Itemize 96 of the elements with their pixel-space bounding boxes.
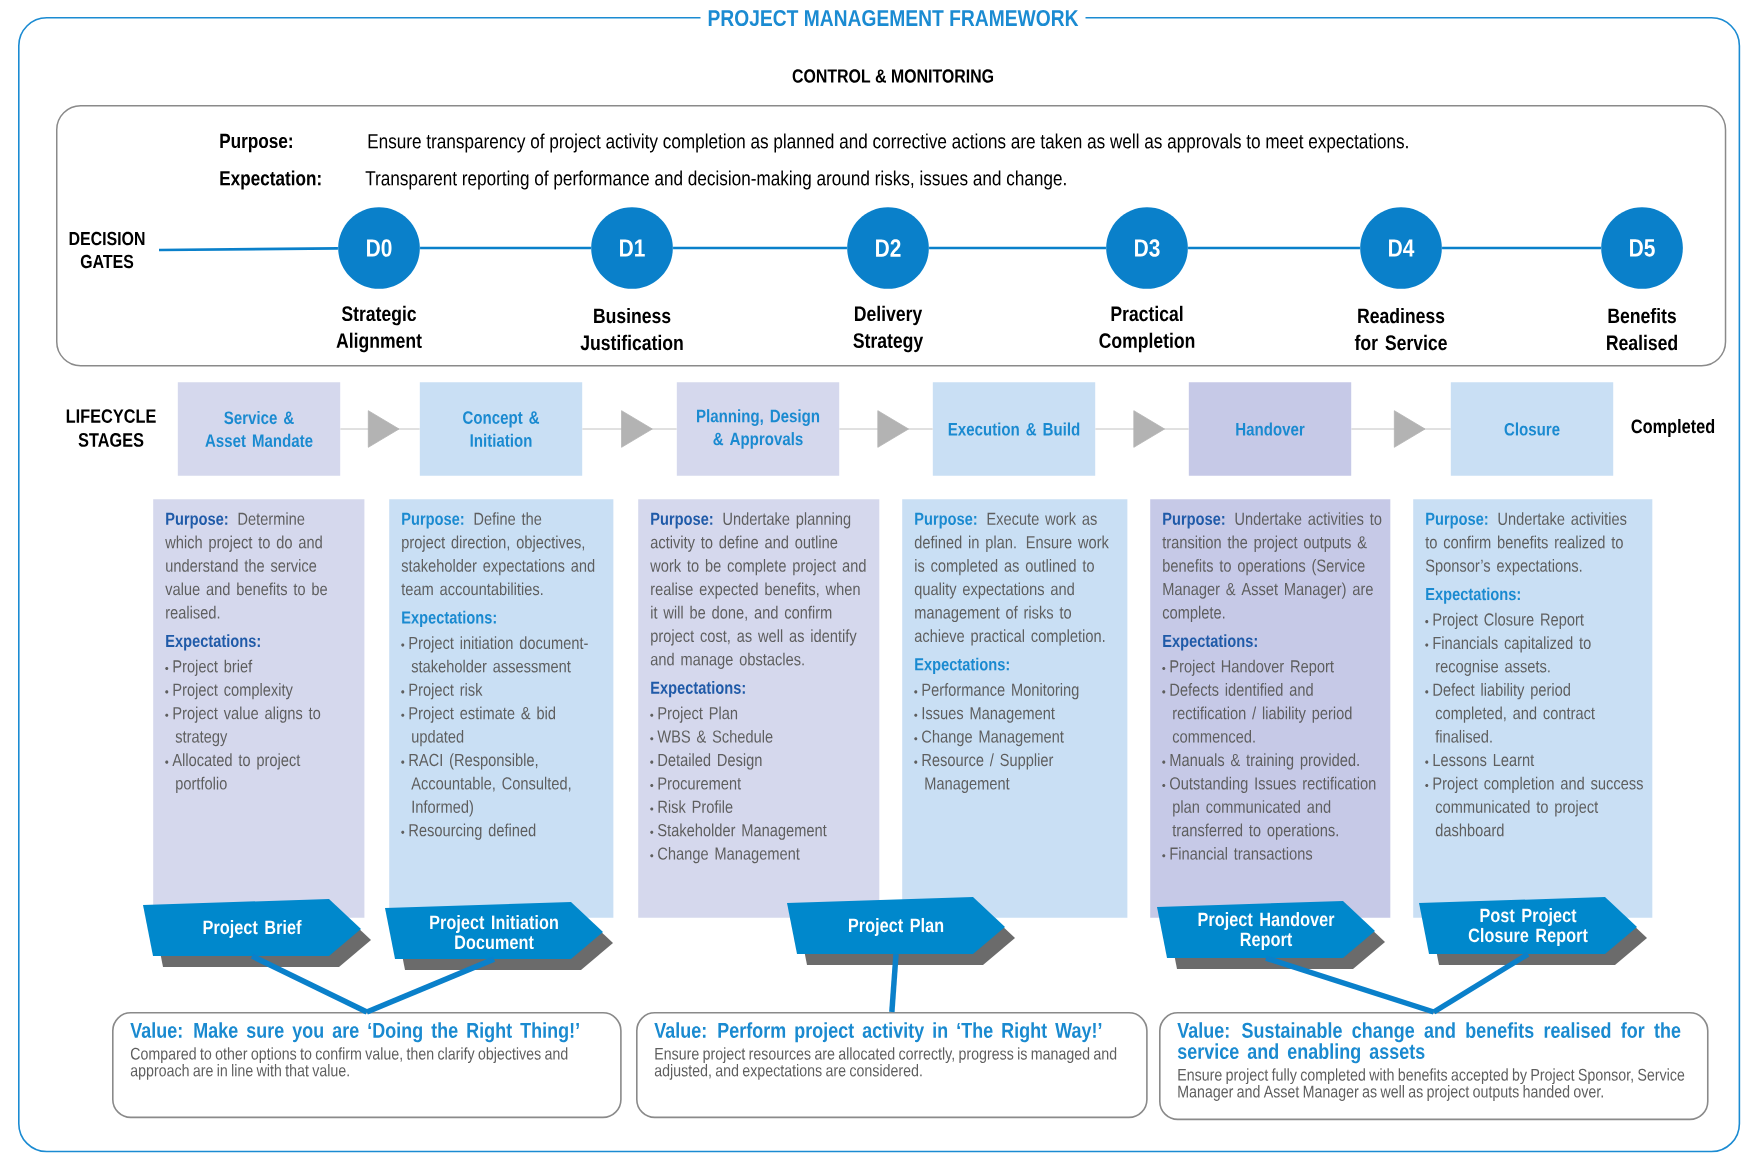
bullet-item: Detailed Design	[650, 753, 762, 770]
gate-caption: Strategic Alignment	[336, 305, 422, 353]
value-box	[636, 1012, 1148, 1119]
field-text: Ensure transparency of project activity completion as planned and corrective actions are taken as well as approvals to meet expectations.	[368, 133, 1408, 153]
stage-box: Execution & Build	[932, 382, 1096, 476]
value-text: Compared to other options to confirm value, then clarify objectives and approach are in line with that value.	[130, 1047, 568, 1080]
bullet-item: Stakeholder Management	[650, 823, 827, 840]
bullet-item: Project complexity	[165, 683, 293, 700]
stage-box: Concept & Initiation	[419, 382, 583, 476]
purpose-text: Purpose: Determine which project to do and understand the service value and benefits to be realised.	[165, 512, 327, 619]
bullet-item: Financial transactions	[1162, 846, 1313, 860]
bullet-item: WBS & Schedule	[650, 729, 773, 743]
bullet-item: Lessons Learnt	[1425, 753, 1535, 767]
gate-caption: Business Justification	[580, 307, 683, 351]
bullet-item: Project initiation document- stakeholder assessment	[401, 636, 588, 673]
bullet-item: Project risk	[401, 683, 483, 700]
connector-line	[889, 953, 899, 1013]
value-box	[112, 1012, 622, 1119]
gate-caption: Practical Completion	[1099, 305, 1195, 353]
list-heading: Expectations:	[915, 657, 1009, 674]
stage-box: Planning, Design & Approvals	[676, 382, 840, 476]
field-text: Transparent reporting of performance and decision-making around risks, issues and change.	[365, 170, 1066, 190]
stage-box: Service & Asset Mandate	[177, 382, 341, 476]
field-label: Purpose:	[220, 133, 292, 153]
stage-panel	[153, 499, 365, 918]
bullet-item: Risk Profile	[650, 800, 733, 813]
stage-box: Closure	[1450, 382, 1614, 476]
value-heading: Value: Perform project activity in ‘The Right Way!’	[654, 1022, 1102, 1043]
purpose-text: Purpose: Undertake planning activity to define and outline work to be complete project and realise expected benefits, when it will be done, and confirm project cost, as well as identify and manage obstacles.	[650, 512, 866, 669]
purpose-text: Purpose: Undertake activities to confirm benefits realized to Sponsor’s expectations.	[1425, 512, 1627, 576]
bullet-item: Change Management	[914, 729, 1064, 747]
deliverable-banner: Project Plan	[787, 897, 1015, 965]
connector-line	[420, 246, 591, 250]
value-box	[1159, 1012, 1709, 1121]
bullet-item: RACI (Responsible, Accountable, Consulted, Informed)	[401, 753, 571, 817]
deliverable-banner: Project Initiation Document	[385, 902, 613, 970]
connector-line	[1265, 955, 1435, 1015]
value-text: Ensure project resources are allocated correctly, progress is managed and adjusted, and expectations are considered.	[654, 1047, 1117, 1080]
connector-line	[673, 246, 847, 250]
value-heading: Value: Make sure you are ‘Doing the Right Thing!’	[130, 1022, 579, 1043]
connector-line	[1188, 246, 1360, 250]
bullet-item: Resource / Supplier Management	[914, 753, 1054, 793]
bullet-item: Project Plan	[650, 706, 738, 723]
bullet-item: Project completion and success communicated to project dashboard	[1425, 776, 1643, 837]
chevron-arrow	[340, 410, 420, 448]
row-label: LIFECYCLE STAGES	[66, 409, 156, 447]
bullet-item: Project Closure Report	[1425, 612, 1584, 630]
field-label: Expectation:	[220, 170, 321, 190]
title: PROJECT MANAGEMENT FRAMEWORK	[700, 6, 1086, 30]
bullet-item: Allocated to project portfolio	[165, 753, 301, 793]
bullet-item: Issues Management	[914, 707, 1055, 723]
chevron-arrow	[1351, 410, 1451, 448]
chevron-arrow	[839, 410, 933, 448]
gate-caption: Benefits Realised	[1607, 307, 1677, 351]
bullet-item: Project value aligns to strategy	[165, 706, 321, 747]
connector-line	[1442, 246, 1601, 250]
row-label: DECISION GATES	[69, 231, 145, 269]
list-heading: Expectations:	[166, 634, 260, 651]
deliverable-banner: Project Handover Report	[1157, 901, 1385, 969]
list-heading: Expectations:	[402, 610, 496, 628]
bullet-item: Procurement	[650, 777, 742, 790]
purpose-text: Purpose: Undertake activities to transition the project outputs & benefits to operations (Service Manager & Asset Manager) are complete.	[1162, 512, 1382, 623]
connector-line	[1432, 951, 1530, 1015]
purpose-text: Purpose: Execute work as defined in plan. Ensure work is completed as outlined to quality expectations and management of risks to achieve practical completion.	[914, 512, 1109, 646]
bullet-item: Project estimate & bid updated	[401, 706, 556, 747]
bullet-item: Defects identified and rectification / liability period commenced.	[1162, 683, 1352, 743]
chevron-arrow	[582, 410, 677, 448]
connector-line	[365, 956, 496, 1015]
chevron-arrow	[1095, 410, 1189, 448]
list-heading: Expectations:	[651, 681, 745, 698]
section-heading: CONTROL & MONITORING	[792, 69, 994, 83]
value-heading: Value: Sustainable change and benefits realised for the service and enabling assets	[1177, 1022, 1681, 1064]
bullet-item: Project Handover Report	[1162, 659, 1334, 676]
purpose-text: Purpose: Define the project direction, objectives, stakeholder expectations and team accountabilities.	[401, 512, 595, 596]
bullet-item: Resourcing defined	[401, 823, 536, 840]
bullet-item: Performance Monitoring	[914, 683, 1079, 700]
gate-caption: Delivery Strategy	[853, 305, 924, 353]
stage-panel	[638, 499, 880, 918]
bullet-item: Outstanding Issues rectification plan communicated and transferred to operations.	[1162, 776, 1376, 840]
stage-panel	[902, 499, 1128, 918]
deliverable-banner: Post Project Closure Report	[1419, 897, 1647, 965]
deliverable-banner: Project Brief	[143, 899, 371, 967]
value-text: Ensure project fully completed with benefits accepted by Project Sponsor, Service Manager and Asset Manager as well as project outputs handed over.	[1178, 1068, 1685, 1101]
list-heading: Expectations:	[1163, 634, 1257, 651]
connector-line	[159, 247, 338, 252]
bullet-item: Defect liability period completed, and contract finalised.	[1425, 683, 1595, 743]
bullet-item: Manuals & training provided.	[1162, 753, 1359, 770]
bullet-item: Change Management	[650, 846, 800, 864]
end-label: Completed	[1631, 418, 1715, 438]
bullet-item: Project brief	[165, 659, 253, 676]
stage-box: Handover	[1188, 382, 1352, 476]
connector-line	[929, 246, 1106, 250]
gate-caption: Readiness for Service	[1354, 307, 1447, 351]
bullet-item: Financials capitalized to recognise assets.	[1425, 636, 1591, 676]
connector-line	[250, 953, 369, 1015]
list-heading: Expectations:	[1426, 587, 1520, 604]
